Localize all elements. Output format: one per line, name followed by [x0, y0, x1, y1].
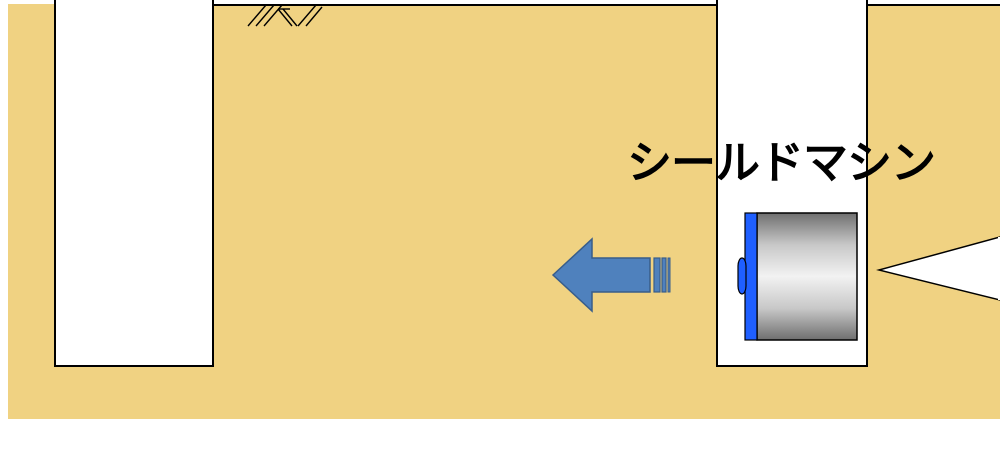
- shield-machine: [737, 212, 858, 341]
- shield-machine-body: [756, 212, 858, 341]
- soil-hatch-icon: [247, 4, 323, 27]
- shield-machine-face: [744, 212, 758, 341]
- shield-machine-label: シールドマシン: [627, 136, 936, 189]
- shield-machine-cutter: [737, 257, 747, 295]
- right-shaft-outline: [716, 0, 868, 367]
- left-shaft-outline: [54, 0, 214, 367]
- callout-pointer: [876, 236, 1000, 301]
- left-vertical-shaft: [55, 0, 213, 366]
- left-arrow-icon: [551, 237, 671, 313]
